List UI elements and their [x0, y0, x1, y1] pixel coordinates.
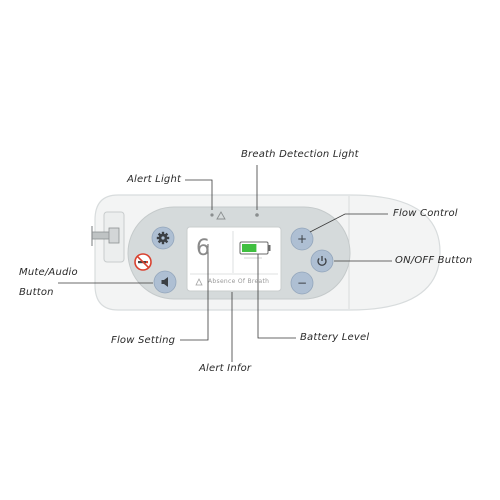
leader-alert-light	[185, 179, 213, 210]
screen-alert-icon	[195, 278, 203, 286]
battery-icon	[239, 241, 271, 259]
flow-setting-value: 6	[196, 236, 210, 261]
breath-detection-light-indicator	[255, 213, 259, 217]
label-flow-control: Flow Control	[393, 208, 458, 219]
minus-label: −	[297, 276, 307, 290]
power-button[interactable]	[310, 249, 334, 273]
plus-label: +	[297, 232, 307, 246]
flow-plus-button[interactable]: +	[290, 227, 314, 251]
label-battery-level: Battery Level	[300, 332, 370, 343]
label-breath-detection-light: Breath Detection Light	[241, 149, 359, 160]
leader-flow-control	[309, 213, 388, 233]
alert-triangle-icon	[216, 211, 226, 220]
leader-lines	[58, 165, 392, 362]
battery-fill	[242, 244, 257, 252]
leader-battery	[257, 254, 296, 339]
settings-button[interactable]	[151, 226, 175, 250]
power-icon	[317, 256, 327, 266]
speaker-icon	[161, 277, 168, 287]
alert-light-indicator	[210, 213, 214, 217]
no-smoking-icon	[134, 253, 152, 271]
label-alert-infor: Alert Infor	[199, 363, 252, 374]
gear-icon	[156, 231, 170, 245]
label-alert-light: Alert Light	[127, 174, 182, 185]
alert-message: Absence Of Breath	[208, 278, 270, 285]
leader-flow-setting	[180, 244, 209, 341]
label-mute-audio-line2: Button	[19, 287, 54, 298]
mute-button[interactable]	[153, 270, 177, 294]
label-flow-setting: Flow Setting	[111, 335, 176, 346]
oxygen-outlet-icon	[91, 226, 120, 246]
label-on-off-button: ON/OFF Button	[395, 255, 473, 266]
label-mute-audio-line1: Mute/Audio	[19, 267, 78, 278]
flow-minus-button[interactable]: −	[290, 271, 314, 295]
